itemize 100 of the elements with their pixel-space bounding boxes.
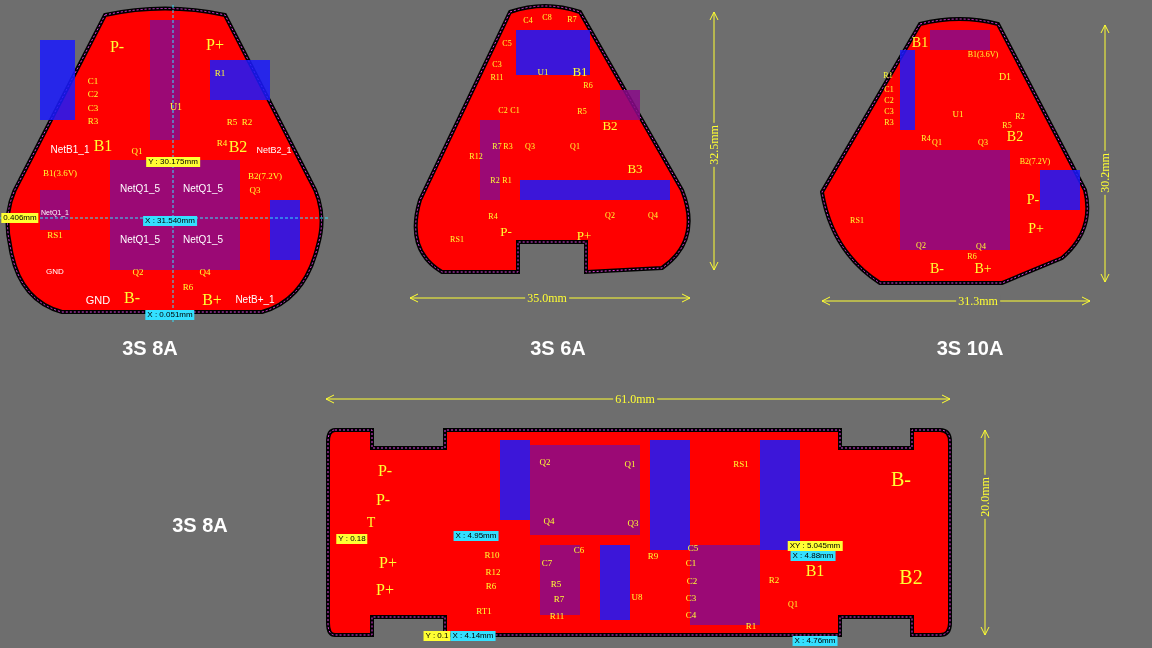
- silkscreen-label: R4: [216, 138, 228, 148]
- silkscreen-label: C3: [492, 61, 502, 69]
- silkscreen-label: C2: [498, 107, 508, 115]
- measurement-label: Y : 0.18: [336, 534, 368, 544]
- silkscreen-label: P-: [1026, 193, 1040, 207]
- silkscreen-label: R12: [469, 153, 483, 161]
- silkscreen-label: RT1: [476, 606, 492, 616]
- silkscreen-label: B1(3.6V): [42, 168, 78, 178]
- silkscreen-label: Q3: [525, 143, 535, 151]
- silkscreen-label: C3: [87, 103, 99, 113]
- net-label: NetB+_1: [235, 295, 275, 305]
- silkscreen-label: C1: [510, 107, 520, 115]
- dimension-text: 30.2mm: [1099, 151, 1111, 195]
- silkscreen-label: Q1: [788, 601, 798, 609]
- silkscreen-label: R1: [883, 72, 893, 80]
- silkscreen-label: C1: [884, 86, 894, 94]
- silkscreen-label: B1: [911, 36, 929, 50]
- silkscreen-label: R3: [503, 143, 513, 151]
- silkscreen-label: R6: [485, 581, 497, 591]
- silkscreen-label: P-: [377, 463, 393, 479]
- silkscreen-label: R7: [553, 594, 565, 604]
- silkscreen-label: P+: [1028, 222, 1044, 236]
- silkscreen-label: C1: [87, 76, 99, 86]
- silkscreen-label: B2: [228, 139, 248, 155]
- silkscreen-label: C8: [542, 14, 552, 22]
- net-label: GND: [46, 268, 64, 276]
- silkscreen-label: Q4: [648, 212, 658, 220]
- silkscreen-label: R4: [488, 213, 498, 221]
- silkscreen-label: Q4: [976, 243, 986, 251]
- board-caption: 3S 8A: [172, 515, 228, 535]
- silkscreen-label: P-: [500, 224, 512, 238]
- silkscreen-label: B+: [202, 292, 222, 308]
- silkscreen-label: Q2: [916, 242, 926, 250]
- silkscreen-label: RS1: [47, 230, 63, 240]
- silkscreen-label: RS1: [733, 459, 749, 469]
- silkscreen-label: B-: [891, 469, 911, 489]
- silkscreen-label: R7: [492, 143, 502, 151]
- silkscreen-label: C1: [685, 558, 697, 568]
- silkscreen-label: C4: [523, 17, 533, 25]
- silkscreen-label: B1: [572, 64, 588, 78]
- silkscreen-label: B2(7.2V): [1019, 158, 1051, 166]
- silkscreen-label: C6: [573, 545, 585, 555]
- silkscreen-label: B2: [899, 567, 923, 587]
- silkscreen-label: B2: [602, 118, 618, 132]
- silkscreen-label: RS1: [850, 217, 864, 225]
- net-label: GND: [85, 294, 111, 306]
- silkscreen-label: R2: [768, 575, 780, 585]
- silkscreen-label: P+: [376, 582, 394, 598]
- silkscreen-label: R3: [884, 119, 894, 127]
- silkscreen-label: R5: [226, 117, 238, 127]
- silkscreen-label: R6: [182, 282, 194, 292]
- silkscreen-label: B1: [93, 138, 113, 154]
- silkscreen-label: R9: [647, 551, 659, 561]
- silkscreen-label: R11: [490, 74, 504, 82]
- silkscreen-label: C2: [884, 97, 894, 105]
- silkscreen-label: U8: [631, 592, 643, 602]
- silkscreen-label: RS1: [450, 236, 464, 244]
- silkscreen-label: R4: [921, 135, 931, 143]
- silkscreen-label: C5: [502, 40, 512, 48]
- board-caption: 3S 10A: [936, 338, 1004, 358]
- measurement-label: X : 0.051mm: [145, 310, 195, 320]
- silkscreen-label: Q2: [132, 267, 144, 277]
- silkscreen-label: T: [366, 516, 376, 530]
- silkscreen-label: R5: [550, 579, 562, 589]
- silkscreen-label: U1: [537, 67, 549, 77]
- silkscreen-label: P-: [375, 492, 391, 508]
- silkscreen-label: R12: [485, 567, 501, 577]
- silkscreen-label: R2: [241, 117, 253, 127]
- silkscreen-label: B+: [974, 262, 992, 276]
- silkscreen-label: R10: [484, 550, 500, 560]
- silkscreen-label: B1: [805, 563, 825, 579]
- silkscreen-label: R5: [1002, 122, 1012, 130]
- net-label: NetB2_1: [256, 145, 292, 155]
- measurement-label: X : 31.540mm: [143, 216, 197, 226]
- silkscreen-label: C2: [686, 576, 698, 586]
- measurement-label: X : 4.14mm: [450, 631, 496, 641]
- silkscreen-label: B1(3.6V): [967, 51, 999, 59]
- silkscreen-label: Q1: [932, 139, 942, 147]
- measurement-label: X : 4.95mm: [453, 531, 499, 541]
- silkscreen-label: Q2: [605, 212, 615, 220]
- silkscreen-label: P-: [109, 39, 125, 55]
- silkscreen-label: Q3: [978, 139, 988, 147]
- net-label: NetB1_1: [50, 145, 90, 155]
- silkscreen-label: C3: [685, 593, 697, 603]
- silkscreen-label: C7: [541, 558, 553, 568]
- silkscreen-label: Q1: [570, 143, 580, 151]
- silkscreen-label: Q4: [199, 267, 211, 277]
- silkscreen-label: P+: [576, 228, 592, 242]
- silkscreen-label: R2: [1015, 113, 1025, 121]
- silkscreen-label: B-: [930, 262, 944, 276]
- silkscreen-label: Q3: [627, 518, 639, 528]
- silkscreen-label: B2(7.2V): [247, 171, 283, 181]
- measurement-label: X : 4.76mm: [792, 636, 838, 646]
- silkscreen-label: Q3: [249, 185, 261, 195]
- silkscreen-label: B3: [627, 161, 643, 175]
- dimension-text: 20.0mm: [979, 475, 991, 519]
- measurement-label: 0.406mm: [1, 213, 39, 223]
- silkscreen-label: R3: [87, 116, 99, 126]
- silkscreen-label: C4: [685, 610, 697, 620]
- board-caption: 3S 6A: [530, 338, 586, 358]
